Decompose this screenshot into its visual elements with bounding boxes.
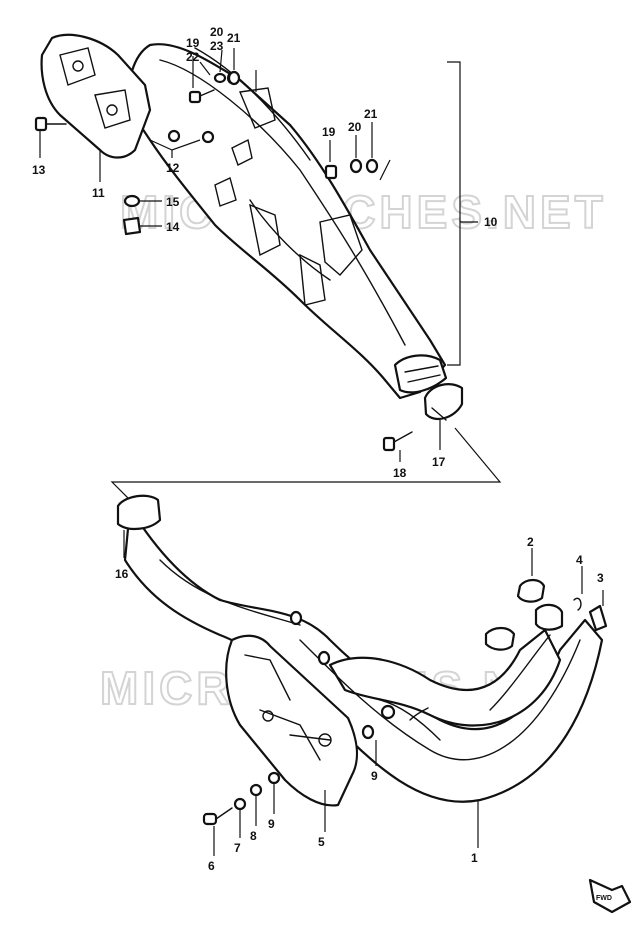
callout-19a: 19 [186, 36, 200, 50]
callout-12: 12 [166, 161, 180, 175]
pipe-heat-shield [225, 634, 358, 807]
callout-18: 18 [393, 466, 407, 480]
callout-9b: 9 [268, 817, 275, 831]
callout-21b: 21 [364, 107, 378, 121]
washer-12a [167, 129, 215, 144]
callout-23: 23 [210, 39, 224, 53]
callout-10: 10 [484, 215, 498, 229]
bolt-6 [202, 807, 233, 826]
nut-21a [227, 70, 241, 86]
washer-23 [213, 72, 227, 84]
callout-11: 11 [92, 186, 105, 200]
callout-19b: 19 [322, 125, 336, 139]
callout-22: 22 [186, 50, 200, 64]
nut-14 [122, 216, 142, 236]
callout-6: 6 [208, 859, 215, 873]
gasket-2 [516, 578, 546, 603]
washer-20b [349, 158, 363, 174]
callout-21a: 21 [227, 31, 241, 45]
callout-15: 15 [166, 195, 180, 209]
callout-7: 7 [234, 841, 241, 855]
bolt-18 [382, 431, 413, 452]
callout-20a: 20 [210, 25, 224, 39]
nut-7 [233, 797, 247, 811]
callout-2: 2 [527, 535, 534, 549]
nut-21b [365, 158, 379, 174]
leader-side-group [329, 122, 391, 181]
washer-9b [267, 771, 281, 785]
callout-8: 8 [250, 829, 257, 843]
bracket-10 [447, 61, 478, 366]
callout-5: 5 [318, 835, 325, 849]
washer-8 [249, 783, 263, 797]
front-indicator-label: FWD [596, 895, 612, 902]
leader-top-group [192, 48, 257, 92]
washer-9a [361, 724, 375, 740]
callout-3: 3 [597, 571, 604, 585]
clamp-17 [423, 383, 464, 421]
callout-9a: 9 [371, 769, 378, 783]
front-arrow-icon: FWD [588, 878, 632, 914]
assembly-link-line [110, 427, 502, 501]
bolt-19b [324, 164, 338, 180]
bolt-13 [34, 116, 67, 132]
callout-1: 1 [471, 851, 478, 865]
bolt-19a [188, 89, 215, 104]
callout-14: 14 [166, 220, 180, 234]
callout-16: 16 [115, 567, 129, 581]
exhaust-pipe-part [123, 506, 604, 803]
leader-12 [149, 139, 201, 158]
callout-4: 4 [576, 553, 583, 567]
callout-17: 17 [432, 455, 446, 469]
spring-4 [573, 597, 582, 611]
leader-lower-group [213, 784, 275, 856]
bolt-3 [588, 604, 608, 632]
callout-13: 13 [32, 163, 46, 177]
muffler-heat-shield [40, 33, 152, 159]
washer-15 [123, 194, 141, 208]
callout-20b: 20 [348, 120, 362, 134]
collar-16 [116, 494, 162, 530]
